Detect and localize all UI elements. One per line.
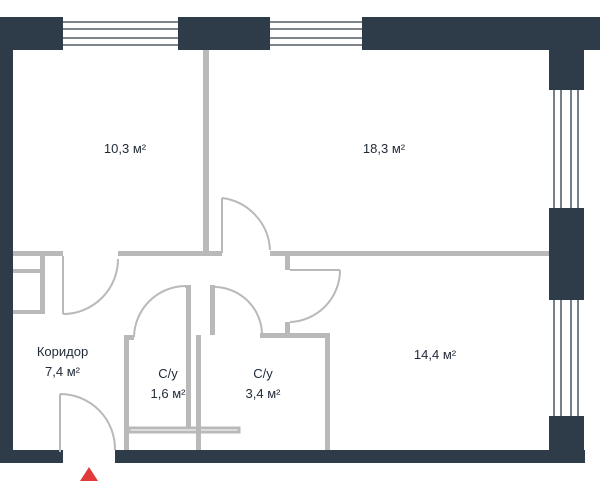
windows (63, 17, 584, 416)
corridor-area: 7,4 м² (45, 364, 80, 379)
room-2-area: 18,3 м² (362, 141, 406, 156)
bath-2-label: С/у 3,4 м² (228, 364, 298, 404)
corridor-name: Коридор (36, 344, 89, 359)
bath-1-area: 1,6 м² (150, 386, 186, 401)
doors (59, 197, 341, 452)
room-1-area: 10,3 м² (103, 141, 147, 156)
bath-1-label: С/у 1,6 м² (133, 364, 203, 404)
corridor-label: Коридор 7,4 м² (20, 342, 105, 382)
bath-2-name: С/у (253, 366, 273, 381)
bath-1-name: С/у (158, 366, 178, 381)
bath-2-area: 3,4 м² (245, 386, 281, 401)
room-3-area: 14,4 м² (413, 347, 457, 362)
entrance-arrow-icon (80, 467, 98, 481)
outer-walls (0, 17, 600, 463)
partitions (13, 50, 549, 450)
